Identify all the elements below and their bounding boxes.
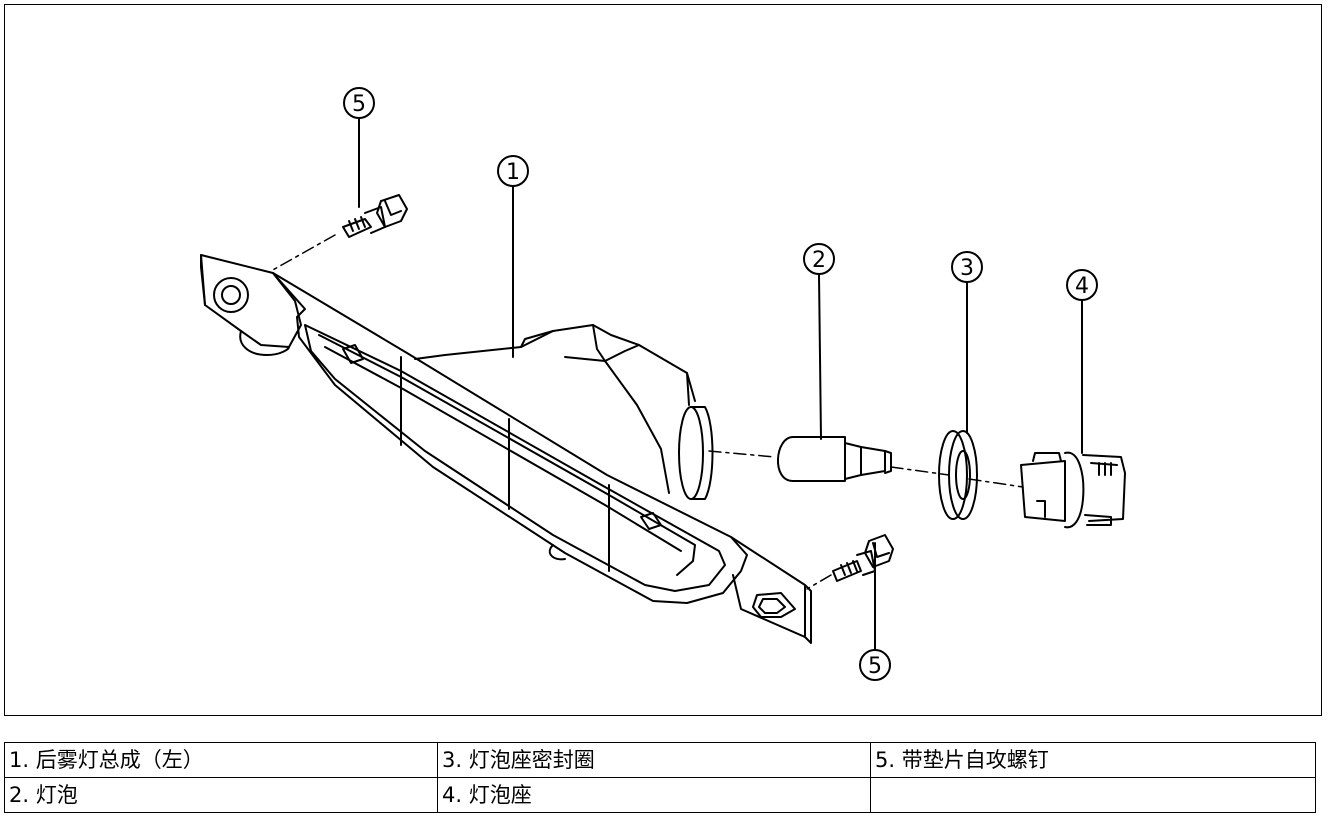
- screw-top: [342, 194, 408, 238]
- socket-seal-ring: [938, 430, 978, 520]
- svg-text:4: 4: [1075, 274, 1089, 299]
- callout-4: 4: [1066, 269, 1098, 301]
- leader-lines: [358, 118, 1083, 651]
- legend-cell: 1. 后雾灯总成（左）: [4, 742, 438, 778]
- legend-cell: 2. 灯泡: [4, 777, 438, 813]
- fog-lamp-assembly: [200, 254, 812, 644]
- assembly-lines: [270, 234, 1024, 590]
- screw-bottom: [832, 534, 894, 582]
- legend-cell: 3. 灯泡座密封圈: [437, 742, 871, 778]
- svg-text:5: 5: [868, 654, 882, 679]
- table-row: 2. 灯泡 4. 灯泡座: [4, 777, 1316, 813]
- legend-cell: [870, 777, 1316, 813]
- exploded-diagram: 1 2 3 4 5 5: [4, 4, 1322, 716]
- bulb: [777, 436, 892, 482]
- bulb-socket: [1020, 451, 1126, 529]
- legend-cell: 4. 灯泡座: [437, 777, 871, 813]
- svg-text:5: 5: [352, 92, 366, 117]
- parts-legend-table: 1. 后雾灯总成（左） 3. 灯泡座密封圈 5. 带垫片自攻螺钉 2. 灯泡 4…: [4, 742, 1316, 813]
- svg-text:3: 3: [960, 256, 974, 281]
- callout-5-top: 5: [343, 87, 375, 119]
- callout-5-bottom: 5: [859, 649, 891, 681]
- callout-1: 1: [497, 155, 529, 187]
- svg-text:2: 2: [812, 248, 826, 273]
- svg-text:1: 1: [506, 160, 520, 185]
- callout-3: 3: [951, 251, 983, 283]
- callout-2: 2: [803, 243, 835, 275]
- table-row: 1. 后雾灯总成（左） 3. 灯泡座密封圈 5. 带垫片自攻螺钉: [4, 742, 1316, 778]
- legend-cell: 5. 带垫片自攻螺钉: [870, 742, 1316, 778]
